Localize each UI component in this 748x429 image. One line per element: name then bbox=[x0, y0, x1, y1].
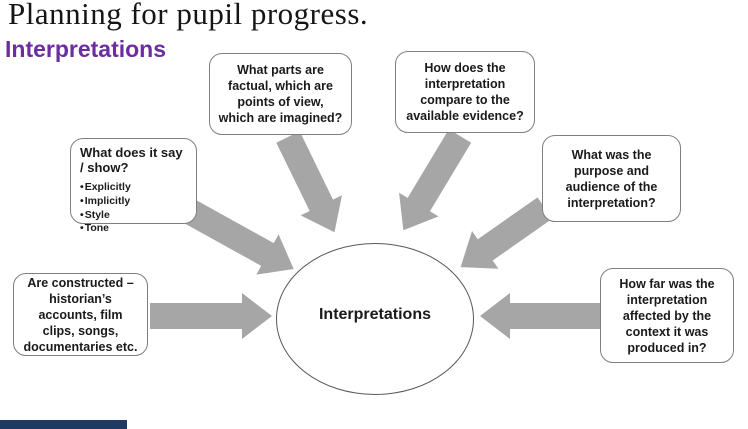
bullet-style: Style bbox=[80, 209, 188, 223]
arrow-factual-to-center bbox=[276, 131, 342, 233]
box-are-constructed: Are constructed – historian’s accounts, … bbox=[13, 273, 148, 356]
box-what-does-it-say-heading: What does it say / show? bbox=[80, 145, 183, 175]
box-context-produced-text: How far was the interpretation affected … bbox=[619, 276, 715, 355]
slide-title: Planning for pupil progress. bbox=[8, 0, 369, 31]
box-factual-parts: What parts are factual, which are points… bbox=[209, 53, 352, 135]
center-ellipse-label: Interpretations bbox=[318, 306, 431, 323]
bullet-tone: Tone bbox=[80, 222, 188, 236]
bullet-explicitly: Explicitly bbox=[80, 181, 188, 195]
arrow-purpose-to-center bbox=[460, 197, 553, 269]
box-context-produced: How far was the interpretation affected … bbox=[600, 268, 734, 363]
arrow-constructed-to-center bbox=[150, 293, 272, 339]
box-what-does-it-say: What does it say / show? Explicitly Impl… bbox=[70, 138, 197, 234]
arrow-say-show-to-center bbox=[173, 194, 294, 275]
box-compare-evidence: How does the interpretation compare to t… bbox=[395, 51, 535, 133]
bullet-implicitly: Implicitly bbox=[80, 195, 188, 209]
box-are-constructed-text: Are constructed – historian’s accounts, … bbox=[23, 275, 138, 354]
box-purpose-audience-text: What was the purpose and audience of the… bbox=[565, 147, 658, 210]
arrow-context-to-center bbox=[480, 293, 600, 339]
box-what-does-it-say-bullets: Explicitly Implicitly Style Tone bbox=[80, 181, 188, 236]
box-purpose-audience: What was the purpose and audience of the… bbox=[542, 135, 681, 222]
center-ellipse: Interpretations bbox=[276, 243, 474, 395]
slide-subtitle: Interpretations bbox=[5, 36, 167, 62]
footer-accent-bar bbox=[0, 420, 127, 429]
box-compare-evidence-text: How does the interpretation compare to t… bbox=[406, 61, 524, 123]
box-factual-parts-text: What parts are factual, which are points… bbox=[218, 63, 343, 125]
arrow-compare-to-center bbox=[399, 129, 472, 231]
